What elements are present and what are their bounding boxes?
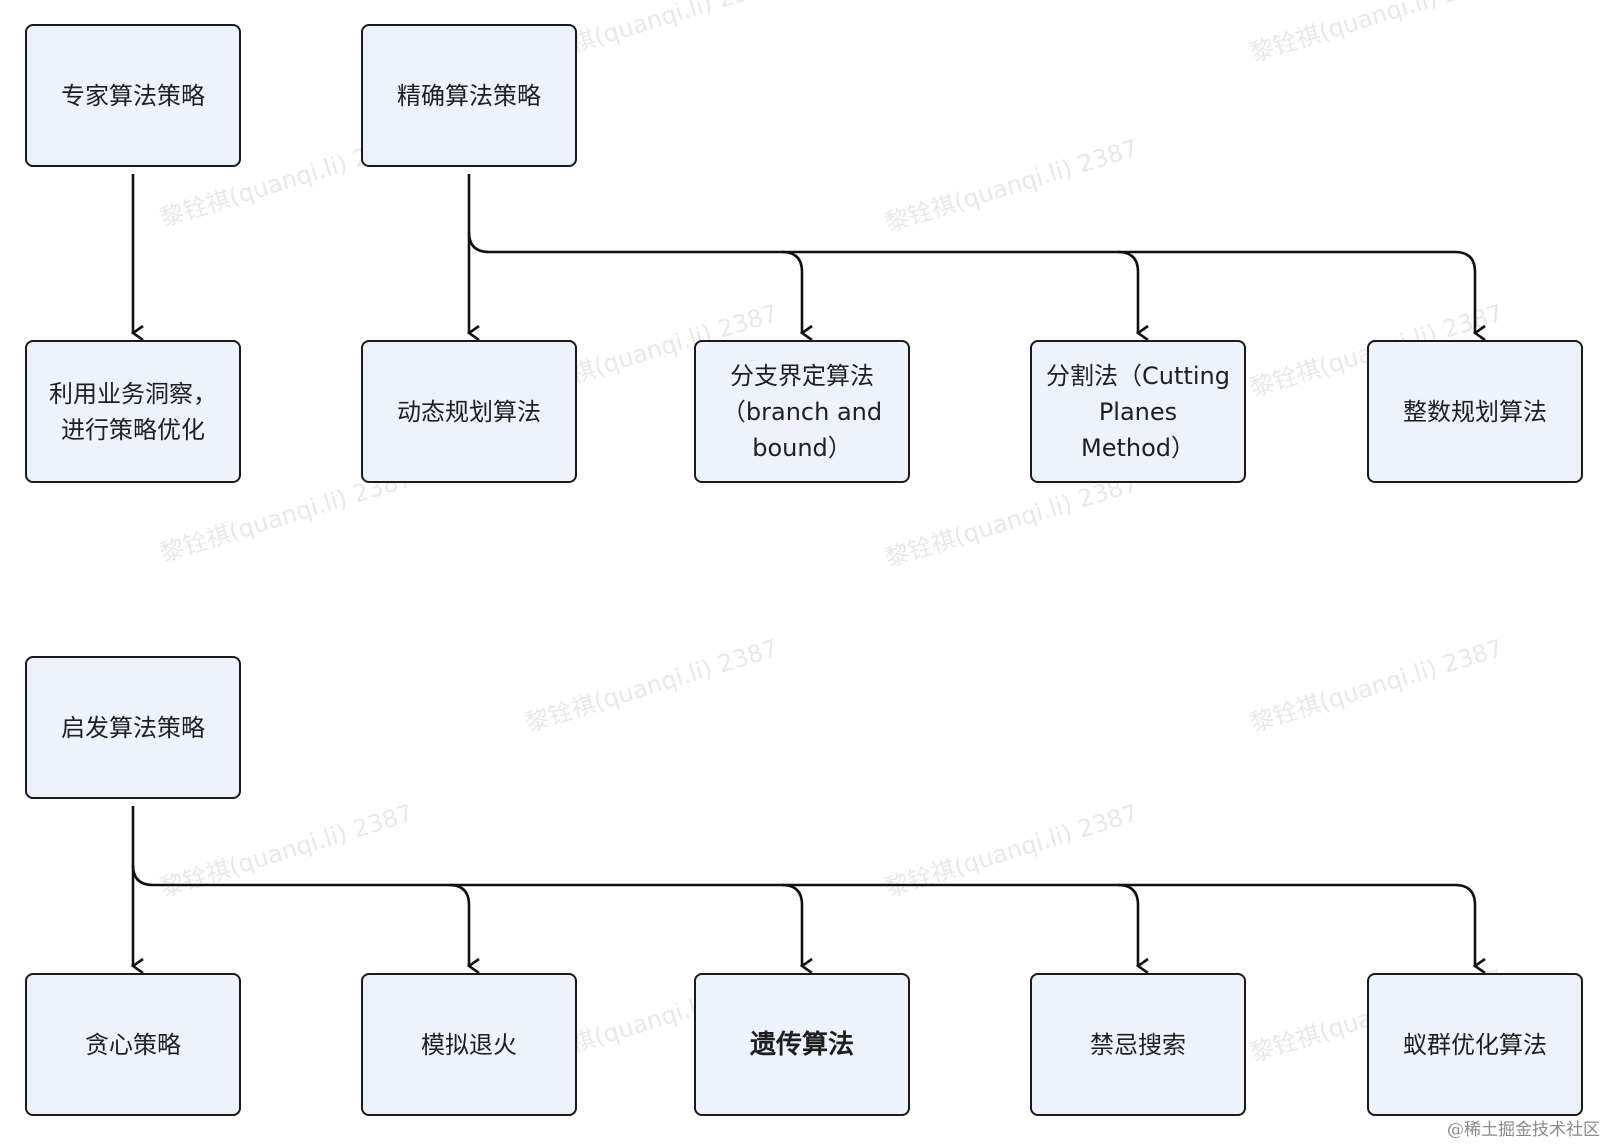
node-branch-and-bound: 分支界定算法 （branch and bound） xyxy=(694,340,910,483)
node-business-insight: 利用业务洞察， 进行策略优化 xyxy=(25,340,241,483)
edge-exact-trunk xyxy=(467,231,1475,333)
edge-heur-trunk xyxy=(131,864,1475,966)
node-exact-strategy: 精确算法策略 xyxy=(361,24,577,167)
edge-exact-bb xyxy=(781,250,802,333)
node-heuristic-strategy: 启发算法策略 xyxy=(25,656,241,799)
node-tabu-search: 禁忌搜索 xyxy=(1030,973,1246,1116)
node-dynamic-programming: 动态规划算法 xyxy=(361,340,577,483)
node-greedy: 贪心策略 xyxy=(25,973,241,1116)
node-integer-programming: 整数规划算法 xyxy=(1367,340,1583,483)
node-ant-colony: 蚁群优化算法 xyxy=(1367,973,1583,1116)
node-simulated-annealing: 模拟退火 xyxy=(361,973,577,1116)
node-expert-strategy: 专家算法策略 xyxy=(25,24,241,167)
node-genetic-algorithm: 遗传算法 xyxy=(694,973,910,1116)
edge-heur-sa xyxy=(448,883,469,966)
edge-heur-ga xyxy=(781,883,802,966)
edge-heur-tabu xyxy=(1117,883,1138,966)
node-cutting-planes: 分割法（Cutting Planes Method） xyxy=(1030,340,1246,483)
edge-exact-cut xyxy=(1117,250,1138,333)
footer-credit: @稀土掘金技术社区 xyxy=(1447,1120,1600,1140)
